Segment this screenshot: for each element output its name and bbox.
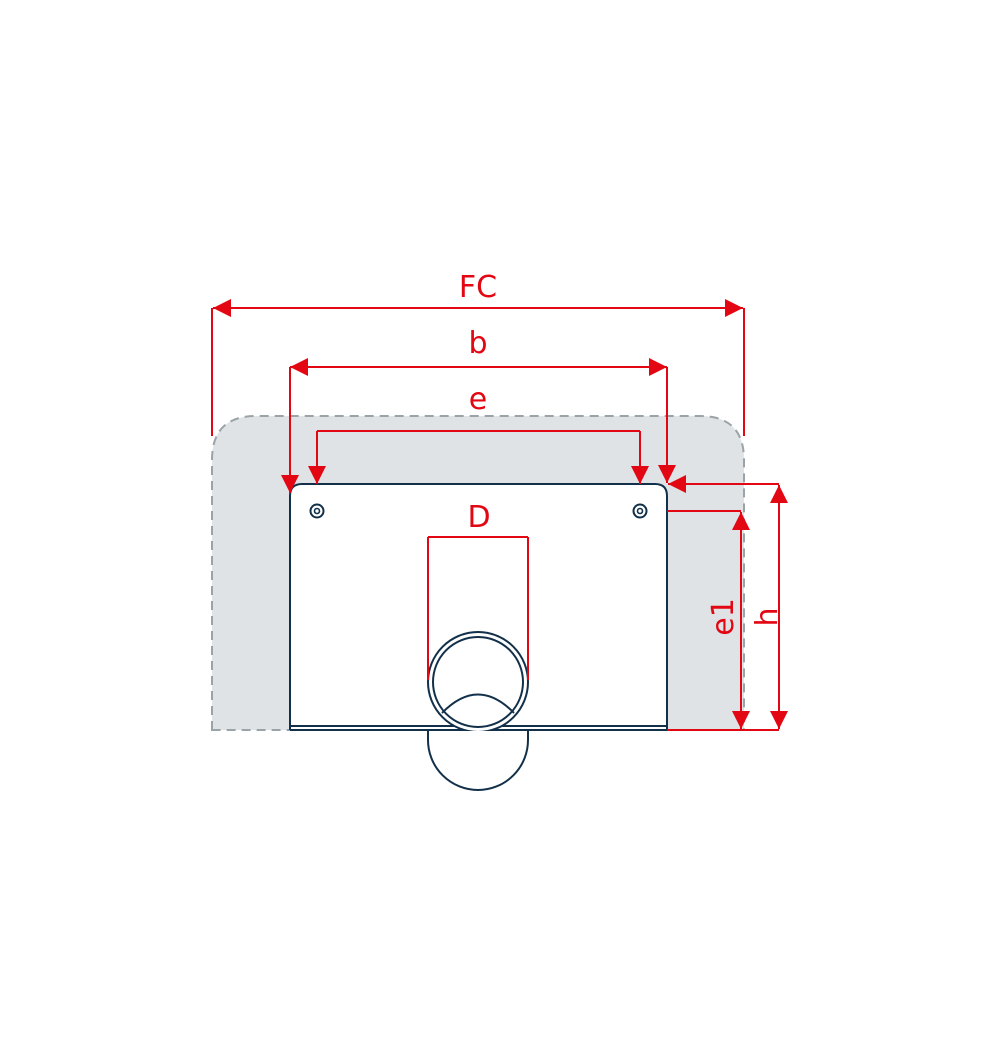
dimension-e1 [667,510,750,729]
label-e: e [469,382,487,417]
screw-hole-right [632,503,648,519]
pipe-opening [427,631,529,733]
label-e1: e1 [706,598,741,636]
label-fc: FC [459,270,497,305]
dimension-e [308,430,649,484]
label-b: b [468,326,487,361]
pipe-below [427,731,529,791]
dimension-fc [211,299,745,436]
screw-hole-left [309,503,325,519]
label-d: D [467,500,490,535]
dimension-h [667,475,788,731]
dimension-d [427,536,529,680]
dimension-b [281,358,676,493]
label-h: h [750,607,785,626]
